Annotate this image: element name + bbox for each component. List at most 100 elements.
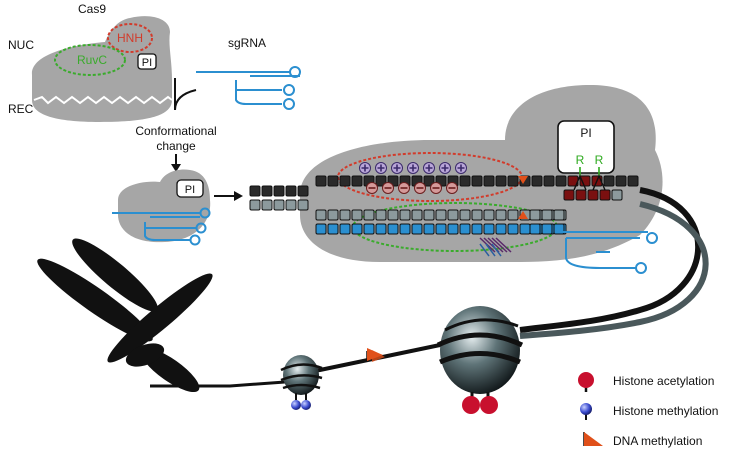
rna-base: [471, 223, 483, 235]
rna-base: [327, 223, 339, 235]
rna-base: [399, 223, 411, 235]
dna-base-top: [261, 185, 273, 197]
rna-base: [519, 223, 531, 235]
dna-methylation-flag-icon: [366, 348, 385, 362]
dna-base-target: [375, 209, 387, 221]
histone-acetylation-mark-left: [462, 396, 480, 414]
dna-base-target: [471, 209, 483, 221]
pi-domain-mid-box: [176, 179, 204, 198]
dna-base-target: [339, 209, 351, 221]
dna-base-target: [447, 209, 459, 221]
negative-charge-icon: [398, 182, 410, 194]
dna-base-bottom: [611, 189, 623, 201]
arginine-left-label: R: [576, 153, 585, 167]
dna-base-top: [627, 175, 639, 187]
cas9-apo-structure: HNH RuvC PI Cas9 NUC REC: [8, 2, 173, 122]
nucleosome-small-icon: [280, 355, 323, 410]
cas9-nuc-lobe: [31, 16, 173, 101]
dna-base-top: [249, 185, 261, 197]
legend: Histone acetylation Histone methylation …: [578, 372, 718, 448]
nuc-label: NUC: [8, 38, 34, 52]
cas9-lobe-cleft: [33, 95, 173, 105]
histone-methylation-mark-right: [301, 400, 311, 410]
dna-base-top: [351, 175, 363, 187]
positive-charge-icon: [359, 162, 371, 174]
ruvc-cut-site: [518, 211, 528, 219]
rna-base: [375, 223, 387, 235]
dna-fiber-upper: [519, 187, 702, 333]
rna-base: [435, 223, 447, 235]
charge-markers: [359, 162, 467, 194]
dna-base-top: [531, 175, 543, 187]
rna-base: [459, 223, 471, 235]
dna-base-top: [615, 175, 627, 187]
dna-base-top: [603, 175, 615, 187]
negative-charge-icon: [430, 182, 442, 194]
dna-base-target: [495, 209, 507, 221]
legend-label-dna-methylation: DNA methylation: [613, 434, 702, 448]
displaced-strand-hatch: [479, 237, 512, 257]
dna-base-top: [285, 185, 297, 197]
dna-base-bottom: [575, 189, 587, 201]
dna-base-target: [351, 209, 363, 221]
dna-base-target: [529, 209, 541, 221]
pi-domain-big-label: PI: [580, 126, 591, 140]
dna-base-target: [507, 209, 519, 221]
rna-base: [339, 223, 351, 235]
dna-base-bottom: [599, 189, 611, 201]
positive-charge-icon: [375, 162, 387, 174]
pi-domain-small-box: [137, 53, 157, 70]
dna-base-target: [435, 209, 447, 221]
cas9-rec-lobe: [32, 100, 172, 122]
change-label: change: [156, 139, 196, 153]
dna-base-top: [297, 185, 309, 197]
dna-base-target: [541, 209, 553, 221]
right-arrow: [214, 191, 243, 201]
dna-base-bottom: [285, 199, 297, 211]
hnh-domain-outline: [107, 23, 153, 53]
red-circle-icon: [578, 372, 594, 388]
blue-sphere-icon: [580, 403, 592, 415]
rna-base: [387, 223, 399, 235]
positive-charge-icon: [423, 162, 435, 174]
negative-charge-icon: [366, 182, 378, 194]
rna-base: [411, 223, 423, 235]
dna-base-top: [273, 185, 285, 197]
dna-base-top: [507, 175, 519, 187]
dna-base-target: [483, 209, 495, 221]
dna-base-bottom: [249, 199, 261, 211]
legend-item-acetylation: Histone acetylation: [578, 372, 714, 392]
dna-base-bottom: [587, 189, 599, 201]
legend-item-dna-methylation: DNA methylation: [583, 432, 702, 448]
positive-charge-icon: [407, 162, 419, 174]
negative-charge-icon: [446, 182, 458, 194]
binding-connector: [174, 78, 197, 111]
rna-base: [529, 223, 541, 235]
dna-base-target: [399, 209, 411, 221]
rna-base: [315, 223, 327, 235]
legend-label-histone-methylation: Histone methylation: [613, 404, 718, 418]
rna-base: [351, 223, 363, 235]
dna-base-target: [363, 209, 375, 221]
rna-base: [495, 223, 507, 235]
legend-item-histone-methylation: Histone methylation: [580, 403, 718, 420]
sgrna-structure: sgRNA: [196, 36, 301, 110]
cas9-sgrna-complex: PI: [112, 169, 211, 246]
dna-base-bottom: [297, 199, 309, 211]
dna-base-top: [327, 175, 339, 187]
dna-base-target: [553, 209, 565, 221]
dna-base-top: [423, 175, 435, 187]
negative-charge-icon: [414, 182, 426, 194]
dna-base-top: [459, 175, 471, 187]
positive-charge-icon: [455, 162, 467, 174]
dna-base-bottom: [273, 199, 285, 211]
dna-base-top: [483, 175, 495, 187]
hnh-label: HNH: [117, 31, 143, 45]
dna-bottom-strand: [315, 209, 567, 235]
dna-base-target: [327, 209, 339, 221]
conformational-label: Conformational: [135, 124, 216, 138]
hnh-cut-site: [518, 176, 528, 184]
rna-base: [423, 223, 435, 235]
